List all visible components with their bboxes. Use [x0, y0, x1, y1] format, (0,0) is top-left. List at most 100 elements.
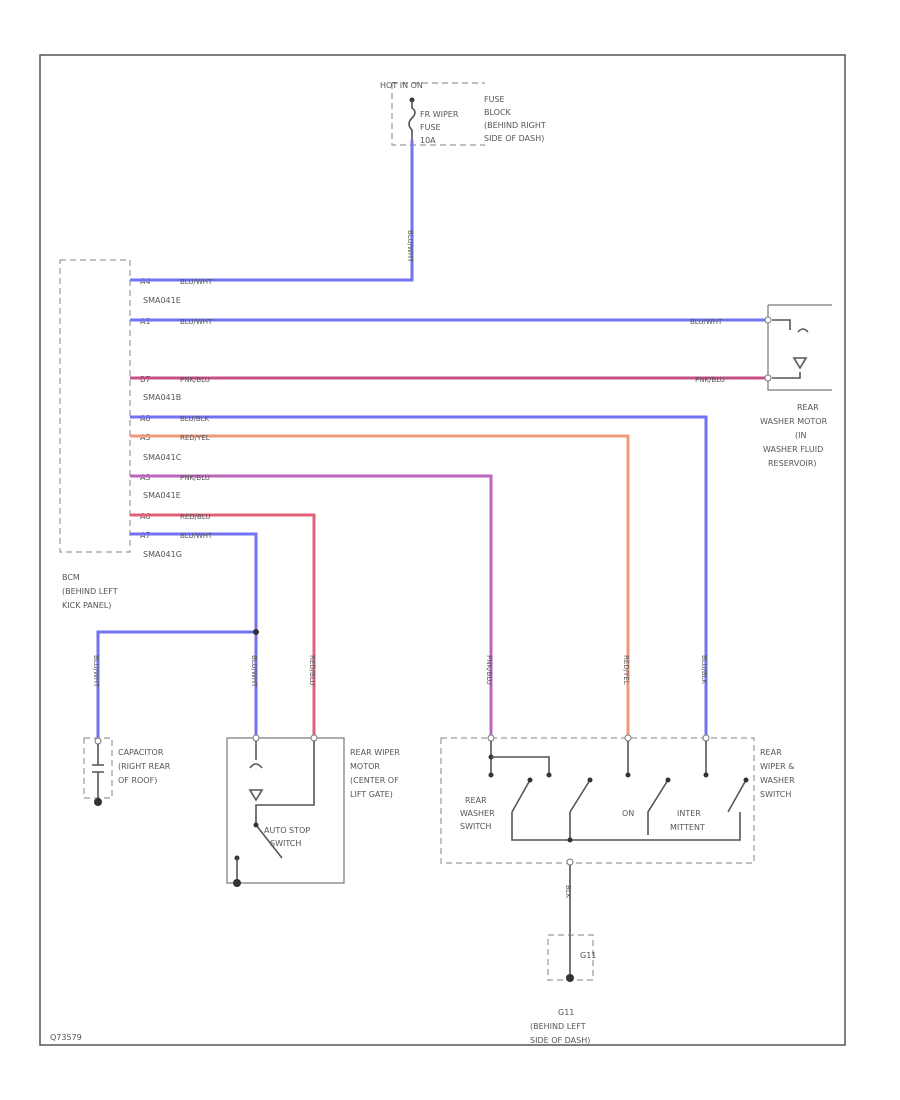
switch-contact-5 — [625, 772, 631, 778]
rear-wiper-motor: AUTO STOP SWITCH REAR WIPER MOTOR (CENTE… — [226, 734, 400, 887]
wire-a3-switch — [130, 474, 493, 735]
wire-a6-motor — [130, 513, 316, 735]
fuse-line-3: 10A — [420, 136, 436, 145]
wire-a4-label: BLU/WHT — [180, 278, 213, 286]
washer-desc-4: WASHER FLUID — [763, 445, 823, 454]
switch-ground-terminal — [566, 858, 574, 866]
wire-a5-vert-label: RED/YEL — [622, 655, 630, 685]
wire-a1-label-right: BLU/WHT — [690, 318, 723, 326]
switch-contact-7 — [703, 772, 709, 778]
fuse-desc-3: (BEHIND RIGHT — [484, 121, 546, 130]
capacitor-icon — [92, 744, 104, 800]
wire-a7-label: BLU/WHT — [180, 532, 213, 540]
inter-label-1: INTER — [677, 809, 701, 818]
wire-a7-vert-label: BLU/WHT — [250, 655, 258, 688]
combo-switch-desc-1: REAR — [760, 748, 782, 757]
washer-switch-label-1: REAR — [465, 796, 487, 805]
rear-washer-motor: REAR WASHER MOTOR (IN WASHER FLUID RESER… — [760, 304, 832, 468]
wire-fuse-vert-label: BLU/WHT — [406, 230, 414, 263]
switch-bridge — [491, 756, 550, 775]
wire-a4-fuse — [130, 140, 414, 282]
switch-contact-6 — [665, 777, 671, 783]
fuse-hot-label: HOT IN ON — [380, 81, 423, 90]
intermittent-switch-blade — [727, 779, 747, 813]
switch-contact-2 — [546, 772, 552, 778]
on-switch-blade — [647, 779, 669, 835]
wiper-motor-desc-4: LIFT GATE) — [350, 790, 393, 799]
fuse-desc-1: FUSE — [484, 95, 505, 104]
wire-a8-switch — [130, 415, 708, 735]
fuse-desc-2: BLOCK — [484, 108, 512, 117]
diagram-frame — [39, 54, 846, 1046]
motor-ground-icon — [233, 879, 241, 887]
fuse-line-1: FR WIPER — [420, 110, 459, 119]
wire-a7-motor — [130, 532, 258, 735]
washer-switch-blade — [511, 779, 531, 813]
washer-desc-3: (IN — [795, 431, 806, 440]
washer-terminal-2 — [764, 374, 772, 382]
rear-wiper-washer-switch: REAR WASHER SWITCH ON INTER MITTENT REAR… — [440, 734, 795, 866]
capacitor-desc-3: OF ROOF) — [118, 776, 157, 785]
wire-b7-label: PNK/BLU — [180, 376, 210, 384]
combo-switch-desc-3: WASHER — [760, 776, 795, 785]
bcm-desc-1: BCM — [62, 573, 80, 582]
motor-symbol-icon — [248, 789, 264, 802]
wire-a6-vert-label: RED/BLU — [308, 655, 316, 686]
wiper-motor-desc-1: REAR WIPER — [350, 748, 400, 757]
auto-stop-switch-blade — [255, 824, 283, 859]
wire-a7-capacitor — [96, 630, 256, 738]
washer-terminal-1 — [764, 316, 772, 324]
combo-switch-desc-2: WIPER & — [760, 762, 795, 771]
switch-contact-3 — [527, 777, 533, 783]
fuse-block: HOT IN ON FR WIPER FUSE 10A FUSE BLOCK (… — [380, 81, 546, 146]
bcm-connector-1: SMA041E — [143, 296, 181, 305]
splice-node — [253, 629, 259, 635]
switch-on-label: ON — [622, 809, 634, 818]
wire-capacitor-vert-label: BLU/WHT — [92, 655, 100, 688]
bcm-desc-3: KICK PANEL) — [62, 601, 111, 610]
ground-desc-1: G11 — [558, 1008, 574, 1017]
ground-icon — [566, 974, 574, 982]
motor-lead-b — [255, 741, 315, 825]
motor-terminal-2 — [310, 734, 318, 742]
ground-desc-2: (BEHIND LEFT — [530, 1022, 586, 1031]
inter-label-2: MITTENT — [670, 823, 705, 832]
switch-common-bus — [511, 812, 741, 841]
fuse-symbol — [408, 100, 416, 140]
capacitor: CAPACITOR (RIGHT REAR OF ROOF) — [83, 737, 171, 806]
wire-a6-label: RED/BLU — [180, 513, 211, 521]
switch-terminal-1 — [487, 734, 495, 742]
switch-terminal-3 — [702, 734, 710, 742]
washer-lead-top — [772, 319, 791, 330]
washer-switch-label-3: SWITCH — [460, 822, 491, 831]
wire-a5-label: RED/YEL — [180, 434, 210, 442]
bcm-connector-3: SMA041C — [143, 453, 182, 462]
bcm-connector-4: SMA041E — [143, 491, 181, 500]
wire-b7-label-right: PNK/BLU — [695, 376, 725, 384]
ground-wire-label: BLK — [564, 885, 572, 899]
auto-stop-label-1: AUTO STOP — [264, 826, 310, 835]
fuse-desc-4: SIDE OF DASH) — [484, 134, 544, 143]
washer-motor-arc-icon — [797, 328, 809, 333]
switch-contact-8 — [743, 777, 749, 783]
ground-g11: G11 G11 (BEHIND LEFT SIDE OF DASH) — [530, 934, 596, 1045]
wiper-motor-desc-2: MOTOR — [350, 762, 380, 771]
capacitor-desc-2: (RIGHT REAR — [118, 762, 171, 771]
motor-terminal-1 — [252, 734, 260, 742]
switch-contact-4 — [587, 777, 593, 783]
bcm-connector-2: SMA041B — [143, 393, 181, 402]
switch-ground-node — [567, 837, 573, 843]
wire-a8-label: BLU/BLK — [180, 415, 210, 423]
wire-a3-label: PNK/BLU — [180, 474, 210, 482]
washer-desc-2: WASHER MOTOR — [760, 417, 828, 426]
washer-motor-icon — [792, 357, 808, 370]
auto-stop-label-2: SWITCH — [270, 839, 301, 848]
switch-contact-1 — [488, 772, 494, 778]
diagram-id: Q73579 — [50, 1033, 82, 1042]
washer-desc-5: RESERVOIR) — [768, 459, 817, 468]
bcm-module: BCM (BEHIND LEFT KICK PANEL) — [59, 259, 131, 610]
ground-desc-3: SIDE OF DASH) — [530, 1036, 590, 1045]
wire-a5-switch — [130, 434, 630, 735]
wire-a3-vert-label: PNK/BLU — [485, 655, 493, 685]
